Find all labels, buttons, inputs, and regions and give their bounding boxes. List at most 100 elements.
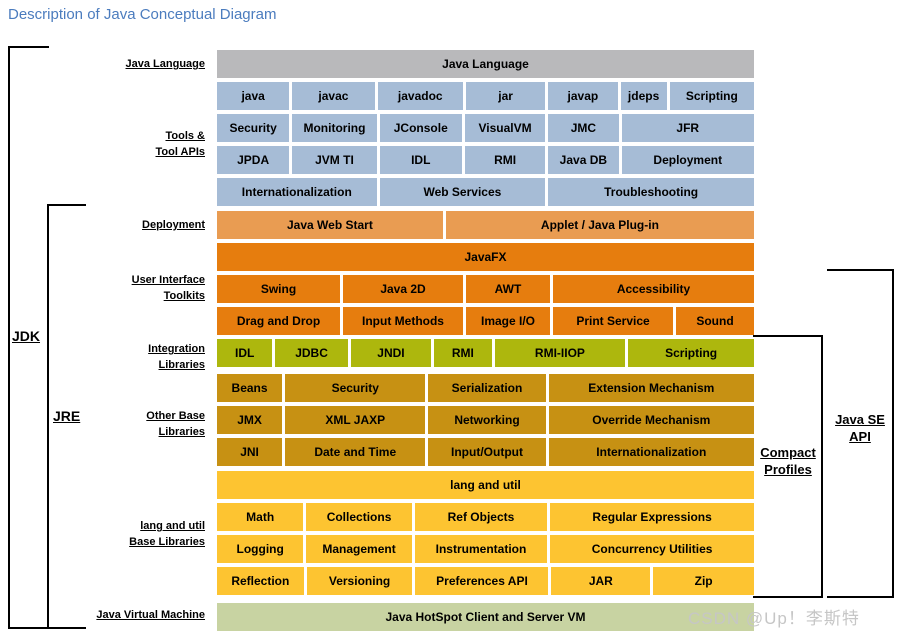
cell-idl: IDL <box>217 339 273 367</box>
side-label-line: Base Libraries <box>129 536 205 548</box>
cell-javafx: JavaFX <box>217 243 754 271</box>
java-se-api-label-line1: Java SE <box>835 412 885 427</box>
cell-java-2d: Java 2D <box>343 275 463 303</box>
diagram-row: Java HotSpot Client and Server VM <box>217 603 754 631</box>
cell-scripting: Scripting <box>628 339 754 367</box>
cell-javap: javap <box>548 82 618 110</box>
jre-bracket-vertical-line <box>47 204 49 629</box>
side-label-deployment[interactable]: Deployment <box>142 217 205 233</box>
cell-concurrency-utilities: Concurrency Utilities <box>550 535 754 563</box>
side-label-line: User Interface <box>131 274 205 286</box>
csdn-watermark: CSDN @Up！李斯特 <box>688 609 860 628</box>
cell-java: java <box>217 82 290 110</box>
cell-jndi: JNDI <box>350 339 432 367</box>
java-se-api-bracket-vertical-line <box>892 269 894 598</box>
cell-management: Management <box>306 535 412 563</box>
cell-input-output: Input/Output <box>428 438 546 466</box>
compact-profiles-label[interactable]: Compact Profiles <box>753 444 823 478</box>
cell-monitoring: Monitoring <box>292 114 377 142</box>
java-se-api-label[interactable]: Java SE API <box>827 411 893 445</box>
side-label-line: Libraries <box>158 426 205 438</box>
diagram-row: Java Language <box>217 50 754 78</box>
compact-profiles-bracket-vertical-line <box>821 335 823 598</box>
cell-collections: Collections <box>306 503 412 531</box>
cell-zip: Zip <box>653 567 754 595</box>
cell-xml-jaxp: XML JAXP <box>285 406 426 434</box>
side-label-line: Libraries <box>158 359 205 371</box>
side-label-line: lang and util <box>140 520 205 532</box>
cell-deployment: Deployment <box>621 146 754 174</box>
side-label-line: Deployment <box>142 219 205 231</box>
cell-javadoc: javadoc <box>377 82 463 110</box>
cell-beans: Beans <box>217 374 283 402</box>
cell-logging: Logging <box>217 535 304 563</box>
cell-lang-and-util: lang and util <box>217 471 754 499</box>
cell-jvm-ti: JVM TI <box>292 146 377 174</box>
side-label-java-virtual-machine[interactable]: Java Virtual Machine <box>96 607 205 623</box>
cell-rmi: RMI <box>434 339 492 367</box>
cell-override-mechanism: Override Mechanism <box>548 406 754 434</box>
cell-security: Security <box>285 374 426 402</box>
cell-date-and-time: Date and Time <box>285 438 426 466</box>
cell-awt: AWT <box>466 275 550 303</box>
side-label-line: Tools & <box>165 130 205 142</box>
cell-jmc: JMC <box>548 114 619 142</box>
cell-regular-expressions: Regular Expressions <box>550 503 754 531</box>
jre-label[interactable]: JRE <box>53 408 81 424</box>
cell-versioning: Versioning <box>306 567 413 595</box>
cell-serialization: Serialization <box>428 374 546 402</box>
cell-ref-objects: Ref Objects <box>414 503 548 531</box>
cell-accessibility: Accessibility <box>553 275 754 303</box>
cell-jar: jar <box>465 82 546 110</box>
cell-jni: JNI <box>217 438 283 466</box>
cell-troubleshooting: Troubleshooting <box>548 178 754 206</box>
diagram-row: lang and util <box>217 471 754 499</box>
side-label-tools[interactable]: Tools & Tool APIs <box>156 128 206 160</box>
cell-drag-and-drop: Drag and Drop <box>217 307 340 335</box>
side-label-java-language[interactable]: Java Language <box>126 56 205 72</box>
side-label-line: Tool APIs <box>155 146 206 158</box>
cell-networking: Networking <box>428 406 546 434</box>
jdk-label[interactable]: JDK <box>12 328 41 344</box>
cell-preferences-api: Preferences API <box>415 567 549 595</box>
cell-visualvm: VisualVM <box>464 114 546 142</box>
jdk-jre-bracket-bottom-line <box>8 627 86 629</box>
side-label-line: Toolkits <box>163 290 205 302</box>
cell-instrumentation: Instrumentation <box>414 535 548 563</box>
compact-profiles-label-line1: Compact <box>760 445 816 460</box>
cell-java-db: Java DB <box>548 146 619 174</box>
cell-math: Math <box>217 503 304 531</box>
cell-jconsole: JConsole <box>379 114 462 142</box>
page-title-link[interactable]: Description of Java Conceptual Diagram <box>8 6 277 23</box>
cell-jmx: JMX <box>217 406 283 434</box>
cell-jdbc: JDBC <box>275 339 348 367</box>
cell-print-service: Print Service <box>553 307 673 335</box>
cell-internationalization: Internationalization <box>548 438 754 466</box>
side-label-line: Java Virtual Machine <box>96 609 205 621</box>
jdk-bracket-vertical-line <box>8 46 10 629</box>
cell-jdeps: jdeps <box>620 82 667 110</box>
cell-idl: IDL <box>379 146 462 174</box>
java-se-api-bracket-bottom-line <box>827 596 894 598</box>
cell-java-language: Java Language <box>217 50 754 78</box>
cell-jpda: JPDA <box>217 146 290 174</box>
compact-profiles-label-line2: Profiles <box>764 462 812 477</box>
cell-input-methods: Input Methods <box>343 307 463 335</box>
java-se-api-label-line2: API <box>849 429 871 444</box>
compact-profiles-bracket-bottom-line <box>753 596 823 598</box>
jdk-bracket-top-line <box>8 46 49 48</box>
